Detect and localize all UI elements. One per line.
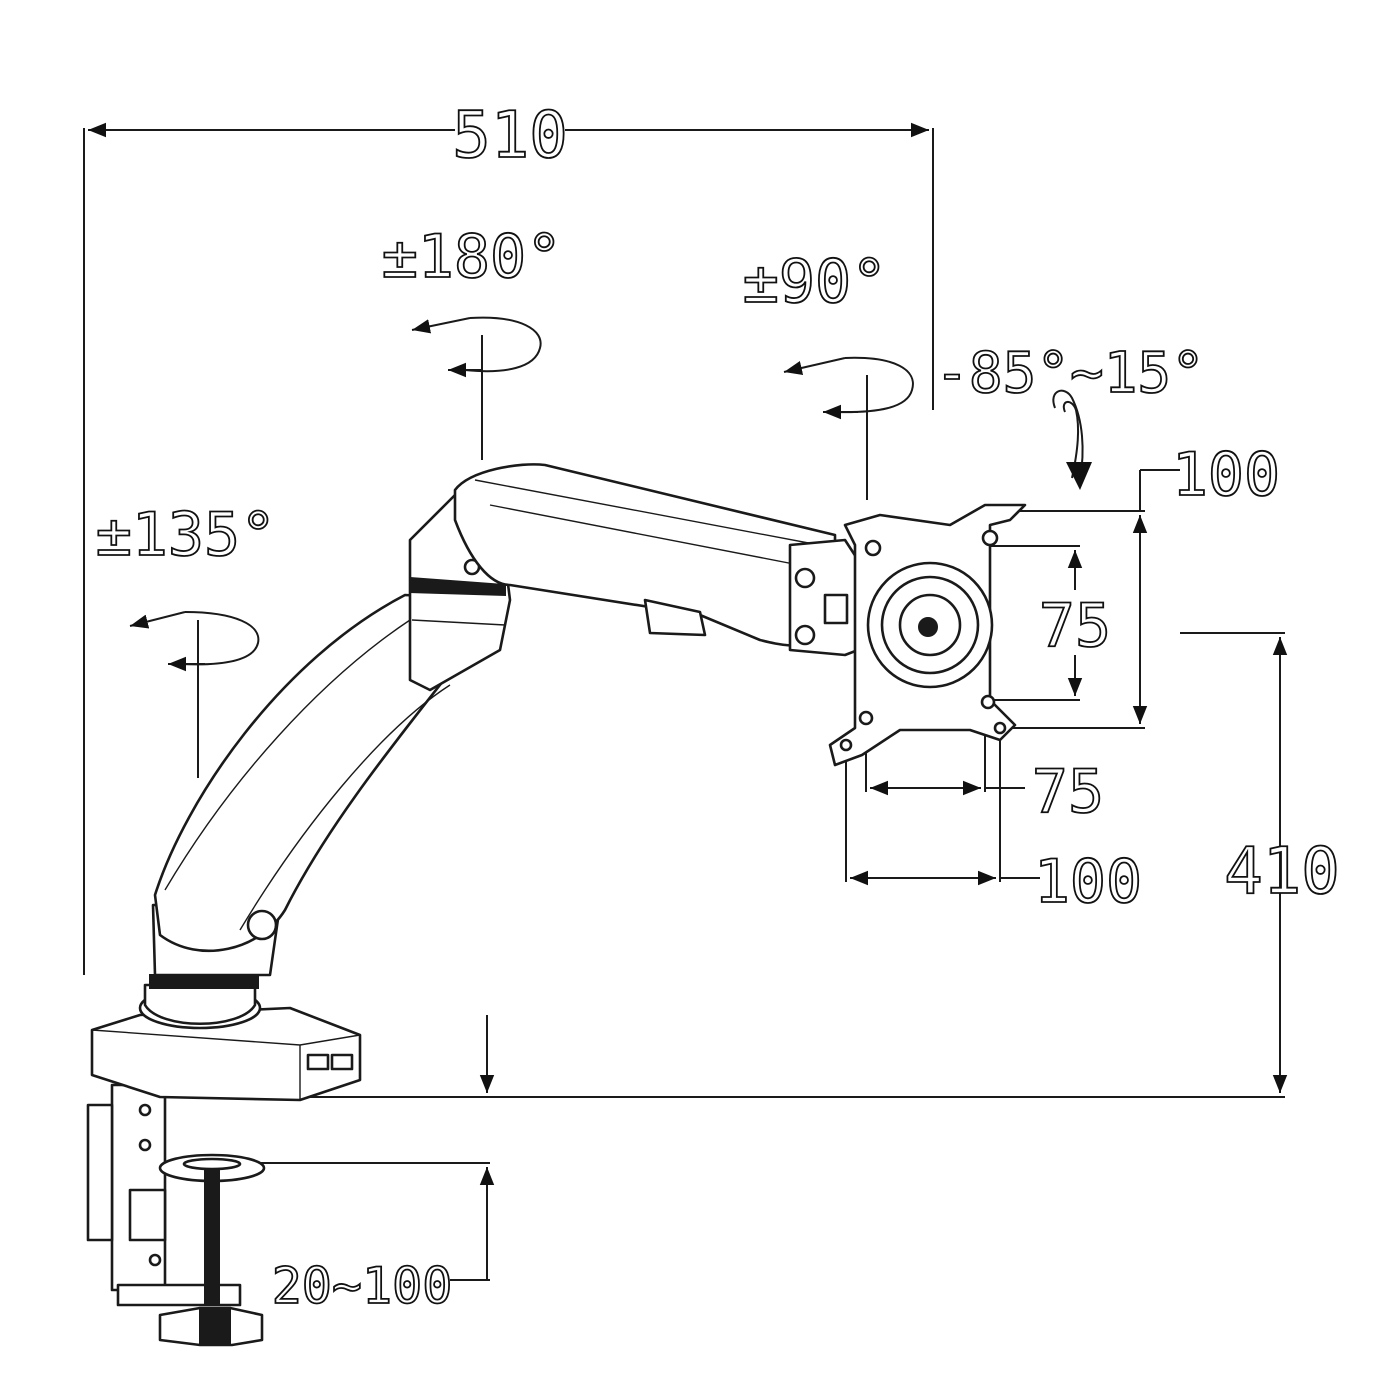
base-swivel-label: ±135° (96, 500, 277, 570)
monitor-arm-illustration (86, 463, 1027, 1347)
vesa-plate (828, 503, 1027, 767)
height-value: 410 (1224, 835, 1340, 909)
head-swivel-label: ±90° (743, 247, 888, 317)
height-dimension: 410 (300, 632, 1341, 1098)
arm-swivel-indicator: ±180° (381, 221, 563, 460)
upper-arm (453, 463, 837, 648)
base-swivel-indicator: ±135° (95, 499, 277, 778)
vesa-dimensions: 100 75 75 100 (845, 439, 1281, 918)
clamp-range-value: 20~100 (272, 1257, 453, 1315)
desk-clamp (86, 1083, 266, 1347)
width-value: 510 (452, 99, 568, 173)
vesa-outer-height-value: 100 (1172, 440, 1280, 510)
width-dimension: 510 (83, 98, 934, 975)
vesa-outer-width-value: 100 (1034, 847, 1142, 917)
tilt-joint (788, 538, 860, 657)
head-swivel-indicator: ±90° (742, 246, 914, 500)
arm-swivel-label: ±180° (382, 222, 563, 292)
tilt-indicator: -85°~15° (934, 340, 1206, 490)
vesa-inner-width-value: 75 (1032, 757, 1104, 827)
vesa-inner-height-value: 75 (1039, 591, 1111, 661)
clamp-dimension: 20~100 (260, 1162, 495, 1316)
